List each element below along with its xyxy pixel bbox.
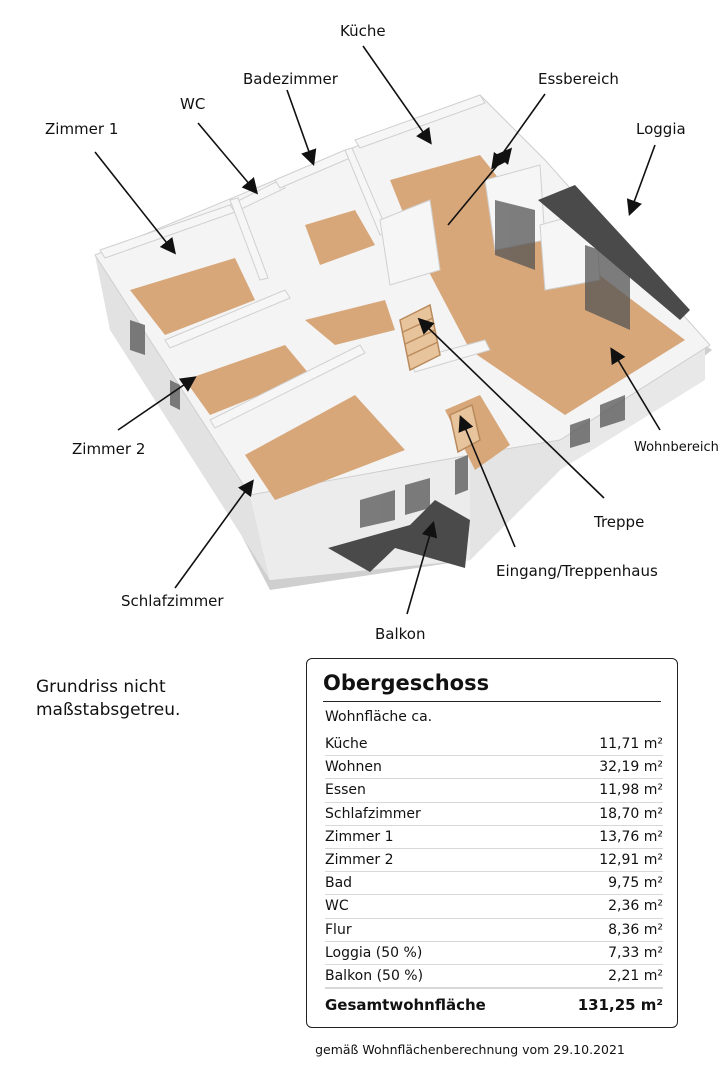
table-row: Bad 9,75 m² [325, 872, 663, 896]
row-name: Essen [325, 782, 366, 799]
row-value: 8,36 m² [608, 921, 663, 938]
table-row: Loggia (50 %) 7,33 m² [325, 942, 663, 965]
row-value: 2,21 m² [608, 967, 663, 984]
row-value: 18,70 m² [599, 805, 663, 822]
label-treppe: Treppe [594, 513, 645, 531]
label-balkon: Balkon [375, 625, 426, 643]
table-row: Küche 11,71 m² [325, 733, 663, 757]
label-schlafzimmer: Schlafzimmer [121, 592, 224, 610]
label-zimmer2: Zimmer 2 [72, 440, 146, 458]
row-value: 9,75 m² [608, 875, 663, 892]
row-name: Flur [325, 921, 352, 938]
row-name: Schlafzimmer [325, 805, 421, 822]
balcony-slab [328, 500, 470, 572]
label-kueche: Küche [340, 22, 386, 40]
table-row: Zimmer 2 12,91 m² [325, 849, 663, 873]
table-row: Flur 8,36 m² [325, 919, 663, 942]
floor-plan-3d [94, 45, 712, 615]
windows [130, 200, 630, 528]
table-rows: Küche 11,71 m² Wohnen 32,19 m² Essen 11,98 … [325, 733, 663, 989]
row-name: Zimmer 1 [325, 828, 394, 845]
row-value: 12,91 m² [599, 852, 663, 869]
table-row: Wohnen 32,19 m² [325, 756, 663, 780]
table-row: Balkon (50 %) 2,21 m² [325, 965, 663, 989]
label-arrows [94, 45, 661, 615]
area-table: Obergeschoss Wohnfläche ca. Küche 11,71 m… [306, 658, 678, 1028]
table-row: Essen 11,98 m² [325, 779, 663, 803]
scale-note-line1: Grundriss nicht [36, 677, 166, 697]
scale-note-line2: maßstabsgetreu. [36, 700, 181, 720]
row-name: Balkon (50 %) [325, 967, 424, 984]
table-row: WC 2,36 m² [325, 895, 663, 919]
row-value: 11,71 m² [599, 736, 663, 753]
label-essbereich: Essbereich [538, 70, 619, 88]
row-name: Wohnen [325, 759, 382, 776]
row-name: Zimmer 2 [325, 852, 394, 869]
row-value: 11,98 m² [599, 782, 663, 799]
label-eingang: Eingang/Treppenhaus [496, 562, 658, 580]
table-row: Zimmer 1 13,76 m² [325, 826, 663, 849]
row-value: 32,19 m² [599, 759, 663, 776]
table-subtitle: Wohnfläche ca. [325, 709, 433, 725]
row-value: 2,36 m² [608, 898, 663, 915]
row-value: 13,76 m² [599, 828, 663, 845]
table-row: Schlafzimmer 18,70 m² [325, 803, 663, 826]
total-value: 131,25 m² [577, 996, 663, 1014]
row-name: Bad [325, 875, 353, 892]
row-name: Loggia (50 %) [325, 944, 423, 961]
row-name: WC [325, 898, 349, 915]
label-badezimmer: Badezimmer [243, 70, 338, 88]
label-loggia: Loggia [636, 120, 686, 138]
table-title: Obergeschoss [323, 671, 661, 702]
label-wc: WC [180, 95, 206, 113]
scale-note: Grundriss nicht maßstabsgetreu. [36, 676, 256, 722]
total-label: Gesamtwohnfläche [325, 996, 486, 1014]
label-zimmer1: Zimmer 1 [45, 120, 119, 138]
footnote: gemäß Wohnflächenberechnung vom 29.10.20… [315, 1042, 625, 1057]
total-divider [325, 988, 663, 989]
label-wohnbereich: Wohnbereich [634, 440, 719, 455]
row-value: 7,33 m² [608, 944, 663, 961]
row-name: Küche [325, 736, 368, 753]
loggia-slab [538, 185, 690, 320]
table-total: Gesamtwohnfläche 131,25 m² [325, 996, 663, 1014]
